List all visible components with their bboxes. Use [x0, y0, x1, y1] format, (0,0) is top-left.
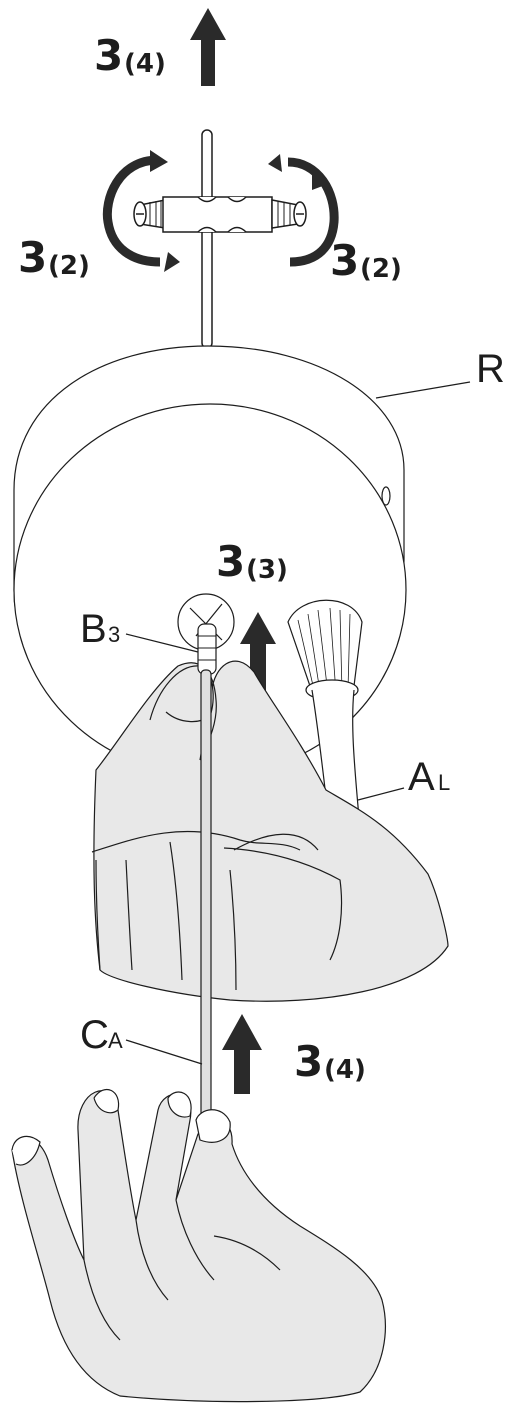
canopy-label: R: [476, 347, 505, 391]
screw-right-step-number: 3: [330, 236, 359, 285]
bulb-holder-label: B: [80, 607, 107, 651]
arrow-up-icon: [190, 8, 226, 86]
bulb-holder: [198, 624, 216, 674]
suspension-rod-top: [202, 130, 212, 348]
top-pull-step-number: 3: [94, 31, 123, 80]
top-pull-step: 3 (4): [94, 8, 226, 86]
suspension-cable-label: C: [80, 1013, 109, 1057]
lower-hand: [12, 1089, 385, 1401]
top-pull-step-sub: (4): [124, 49, 166, 79]
arrow-up-icon: [222, 1014, 262, 1094]
bulb-pull-step-number: 3: [216, 537, 245, 586]
cable-pull-step-sub: (4): [324, 1055, 366, 1085]
cable-gripper: [134, 197, 306, 232]
lamp-cable-leader-line: [358, 788, 404, 800]
suspension-cable-leader-line: [126, 1040, 202, 1064]
suspension-cable-label-sub: A: [108, 1028, 123, 1053]
upper-hand: [92, 661, 448, 1001]
lamp-cable-label-sub: L: [438, 770, 450, 795]
screw-left-step-number: 3: [18, 233, 47, 282]
cable-pull-step-number: 3: [294, 1037, 323, 1086]
bulb-pull-step-sub: (3): [246, 555, 288, 585]
bulb-holder-label-sub: 3: [108, 622, 120, 647]
screw-left-step-sub: (2): [48, 251, 90, 281]
canopy-leader-line: [376, 382, 470, 398]
screw-right-step-sub: (2): [360, 254, 402, 284]
lamp-cable-label: A: [408, 755, 435, 799]
